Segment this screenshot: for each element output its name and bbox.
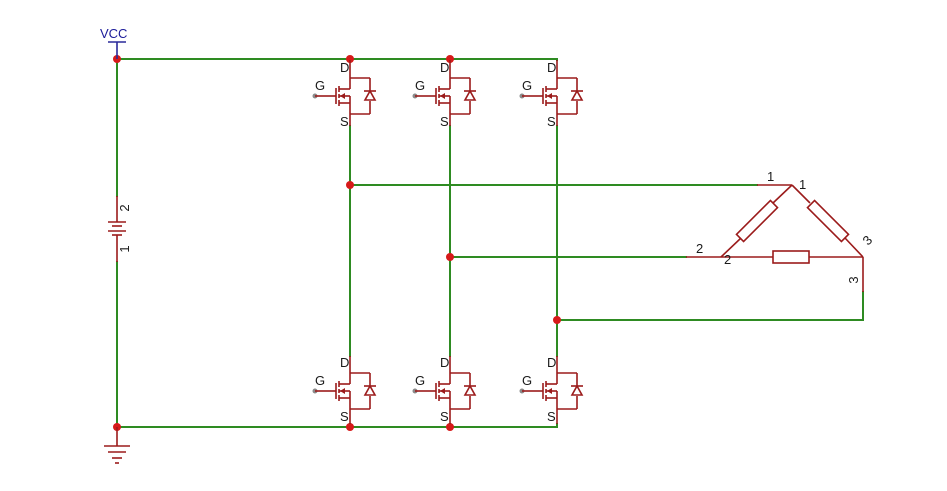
mosfet-gate-label: G xyxy=(522,78,532,93)
mosfet-lower-2: D G S xyxy=(412,355,477,424)
mosfet-source-label: S xyxy=(340,409,349,424)
mosfet-drain-label: D xyxy=(340,355,349,370)
junctions xyxy=(113,55,561,431)
mosfet-gate-label: G xyxy=(315,373,325,388)
junction-source-1 xyxy=(346,423,354,431)
load-node-2-label: 2 xyxy=(724,252,731,267)
mosfet-upper-2: D G S xyxy=(412,60,477,129)
mosfet-source-label: S xyxy=(547,409,556,424)
load-node-3-label: 3 xyxy=(860,232,876,248)
mosfet-gate-label: G xyxy=(315,78,325,93)
mosfet-drain-label: D xyxy=(340,60,349,75)
junction-phase-2 xyxy=(446,253,454,261)
mosfet-gate-label: G xyxy=(415,78,425,93)
mosfet-source-label: S xyxy=(340,114,349,129)
junction-phase-3 xyxy=(553,316,561,324)
mosfet-lower-1: D G S xyxy=(312,355,377,424)
load-pin-3-label: 3 xyxy=(846,276,861,283)
vcc-symbol: VCC xyxy=(100,26,127,59)
junction-source-2 xyxy=(446,423,454,431)
ground-symbol xyxy=(104,427,130,464)
mosfet-source-label: S xyxy=(547,114,556,129)
resistor-2-3 xyxy=(721,250,863,264)
wires xyxy=(116,58,864,428)
battery-pin-bottom: 1 xyxy=(117,245,132,252)
battery-pin-top: 2 xyxy=(117,204,132,211)
junction-drain-2 xyxy=(446,55,454,63)
mosfet-source-label: S xyxy=(440,409,449,424)
mosfet-upper-3: D G S xyxy=(519,60,584,129)
resistor-1-3 xyxy=(791,184,864,258)
mosfet-gate-label: G xyxy=(415,373,425,388)
load-pin-2-label: 2 xyxy=(696,241,703,256)
mosfet-upper-1: D G S xyxy=(312,60,377,129)
delta-load: 1 1 2 2 3 3 xyxy=(686,169,875,292)
mosfet-source-label: S xyxy=(440,114,449,129)
mosfet-drain-label: D xyxy=(440,355,449,370)
load-node-1-label: 1 xyxy=(799,177,806,192)
mosfet-drain-label: D xyxy=(547,60,556,75)
mosfet-lower-3: D G S xyxy=(519,355,584,424)
battery: 2 1 xyxy=(108,196,132,262)
wire-phase-3 xyxy=(556,291,864,321)
load-pin-1-label: 1 xyxy=(767,169,774,184)
mosfet-drain-label: D xyxy=(440,60,449,75)
vcc-label: VCC xyxy=(100,26,127,41)
junction-drain-1 xyxy=(346,55,354,63)
mosfet-gate-label: G xyxy=(522,373,532,388)
junction-phase-1 xyxy=(346,181,354,189)
resistor-1-2 xyxy=(720,184,793,258)
mosfet-drain-label: D xyxy=(547,355,556,370)
